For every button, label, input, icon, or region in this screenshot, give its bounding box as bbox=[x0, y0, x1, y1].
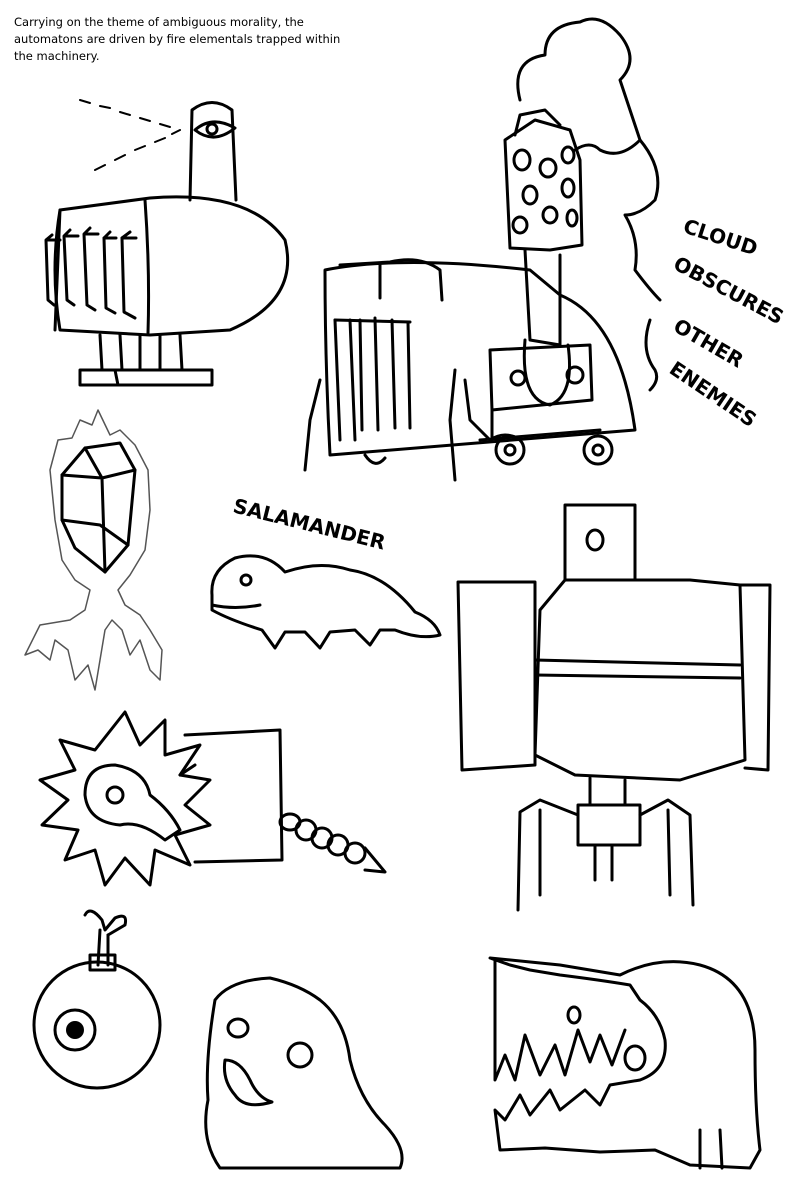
toothy-beast-drawing bbox=[488, 956, 762, 1170]
cloud-note-line1: CLOUD bbox=[680, 214, 760, 260]
cloud-note-line4: ENEMIES bbox=[665, 356, 761, 432]
blob-creature-drawing bbox=[204, 976, 404, 1170]
salamander-drawing: SALAMANDER bbox=[210, 494, 442, 650]
tank-spider-automaton-drawing bbox=[456, 503, 772, 912]
smokestack-wagon-drawing bbox=[303, 17, 662, 482]
periscope-automaton-drawing bbox=[44, 99, 290, 387]
crystal-elemental-drawing bbox=[24, 409, 163, 691]
propeller-eye-drawing bbox=[32, 909, 162, 1090]
sawblade-automaton-drawing bbox=[38, 710, 387, 887]
salamander-label: SALAMANDER bbox=[231, 494, 388, 555]
caption-text: Carrying on the theme of ambiguous moral… bbox=[14, 15, 341, 63]
cloud-annotation: CLOUD OBSCURES OTHER ENEMIES bbox=[665, 214, 788, 432]
